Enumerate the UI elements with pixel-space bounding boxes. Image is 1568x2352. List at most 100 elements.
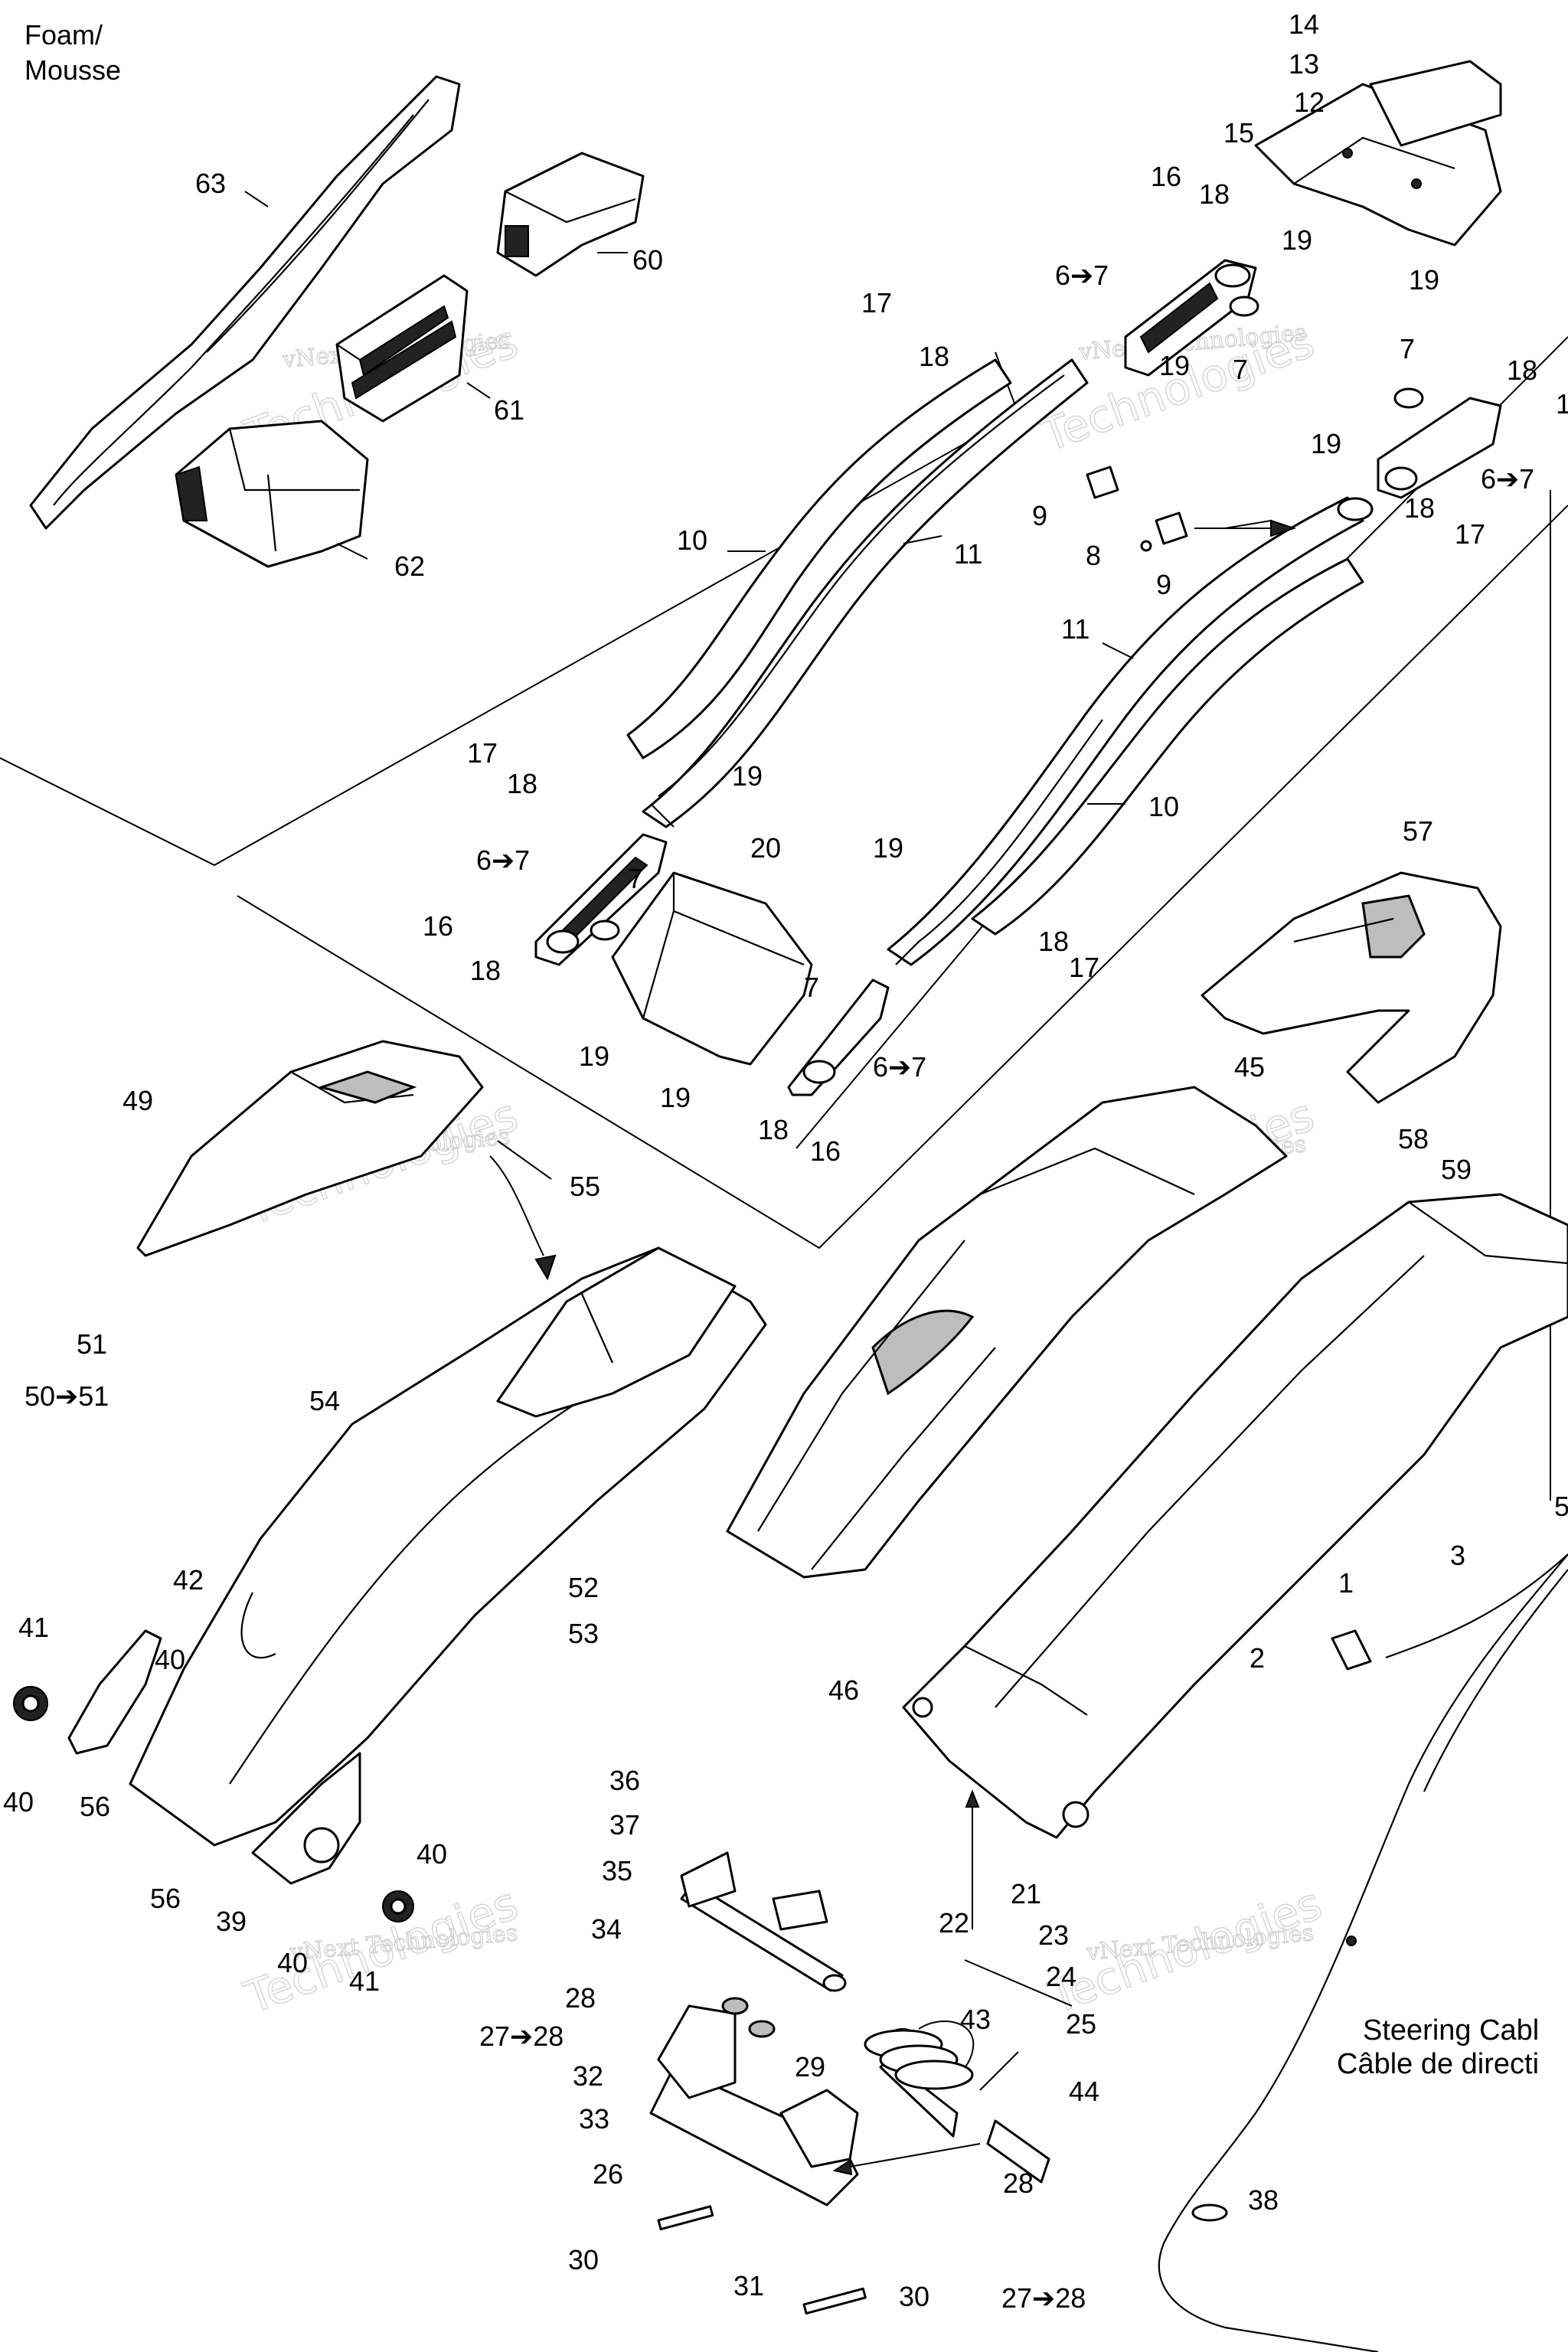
callout-17-b: 17	[1455, 518, 1485, 550]
callout-10-a: 10	[677, 524, 707, 556]
callout-6to7-c: 6➔7	[476, 844, 530, 876]
steering-cable	[1158, 1553, 1568, 2352]
side-cap-42	[67, 1629, 162, 1755]
callout-33: 33	[579, 2103, 609, 2135]
callout-52: 52	[568, 1572, 599, 1603]
callout-17-a: 17	[861, 287, 892, 318]
frame-tunnel-45	[726, 1086, 1288, 1579]
steering-cable-label-fr: Câble de directi	[1337, 2048, 1539, 2080]
leader-lines	[244, 191, 1297, 2176]
callout-18-f: 18	[470, 955, 501, 986]
callout-6to7-d: 6➔7	[873, 1051, 926, 1083]
callout-41-a: 41	[18, 1612, 49, 1643]
callout-18-b: 18	[919, 341, 949, 372]
callout-20: 20	[750, 832, 781, 864]
foam-block-62	[175, 420, 369, 568]
callout-31: 31	[733, 2270, 764, 2301]
callout-44: 44	[1069, 2076, 1099, 2107]
foam-block-60	[496, 152, 645, 277]
callout-24: 24	[1046, 1961, 1076, 1992]
callout-34: 34	[591, 1913, 622, 1945]
callout-56-b: 56	[150, 1883, 181, 1914]
callout-59: 59	[1441, 1154, 1472, 1185]
callout-19-a: 19	[1282, 224, 1312, 256]
handle-tube-10-11-upper	[626, 358, 1089, 828]
callout-7-a: 7	[1233, 354, 1248, 385]
handle-bracket-15	[1254, 60, 1502, 247]
callout-54: 54	[309, 1385, 340, 1416]
callout-23: 23	[1038, 1919, 1069, 1951]
callout-49: 49	[122, 1085, 153, 1116]
callout-edge-5: 5	[1554, 1491, 1568, 1522]
callout-6to7-a: 6➔7	[1055, 260, 1109, 291]
callout-6to7-b: 6➔7	[1481, 463, 1534, 495]
callout-29: 29	[795, 2051, 825, 2082]
foam-note-line2: Mousse	[24, 54, 121, 86]
callout-3: 3	[1450, 1540, 1465, 1571]
callout-18-c: 18	[1507, 354, 1537, 386]
callout-38: 38	[1248, 2184, 1279, 2216]
cable-3	[1331, 1553, 1568, 1671]
callout-18-d: 18	[1404, 492, 1435, 524]
callout-19-e: 19	[732, 760, 763, 792]
callout-37: 37	[609, 1809, 640, 1841]
callout-21: 21	[1011, 1878, 1041, 1909]
callout-16-a: 16	[1151, 161, 1181, 192]
callout-18-e: 18	[507, 768, 537, 799]
callout-51: 51	[77, 1328, 107, 1360]
callout-32: 32	[573, 2060, 603, 2092]
seat-foam-57	[1200, 871, 1502, 1104]
callout-35: 35	[602, 1855, 632, 1886]
clips-9	[1086, 466, 1188, 552]
callout-19-d: 19	[1311, 428, 1341, 459]
callout-13: 13	[1289, 48, 1319, 80]
callout-62: 62	[394, 550, 425, 582]
cover-20	[611, 871, 813, 1066]
callout-50to51: 50➔51	[24, 1380, 109, 1412]
callout-18-g: 18	[1038, 926, 1069, 957]
callout-27to28-b: 27➔28	[1001, 2282, 1086, 2314]
callout-19-g: 19	[660, 1082, 691, 1113]
callout-42: 42	[173, 1564, 204, 1596]
callout-labels: 63 60 61 62 14 13 12 15 16 18 19 19 6➔7 …	[3, 8, 1568, 2314]
callout-19-c: 19	[1159, 350, 1190, 381]
callout-10-b: 10	[1148, 791, 1179, 822]
knob-41	[13, 1686, 414, 1922]
handle-end-plates	[534, 259, 1502, 1096]
foam-strip-63	[29, 75, 461, 530]
callout-12: 12	[1294, 87, 1325, 118]
callout-16-b: 16	[423, 910, 453, 942]
callout-36: 36	[609, 1765, 640, 1796]
callout-edge-1: 1	[1556, 388, 1568, 420]
callout-40-d: 40	[277, 1947, 308, 1978]
callout-9-a: 9	[1032, 500, 1047, 531]
callout-11-b: 11	[1061, 613, 1089, 645]
callout-2: 2	[1250, 1642, 1265, 1674]
body-shell-54	[129, 1246, 767, 1847]
callout-63: 63	[195, 168, 226, 199]
callout-18-h: 18	[758, 1114, 789, 1145]
callout-30-b: 30	[899, 2281, 929, 2312]
steering-shaft-assembly	[649, 1851, 1050, 2315]
foam-note-line1: Foam/	[24, 19, 103, 51]
callout-56-a: 56	[80, 1791, 110, 1822]
foam-block-61	[335, 274, 469, 423]
callout-43: 43	[960, 2004, 991, 2035]
callout-22: 22	[939, 1907, 969, 1939]
side-cap-39	[251, 1752, 361, 1885]
callout-19-b: 19	[1409, 264, 1439, 296]
callout-16-c: 16	[810, 1135, 841, 1167]
steering-cable-label: Steering Cabl Câble de directi	[1337, 2014, 1539, 2080]
callout-53: 53	[568, 1618, 599, 1649]
callout-19-h: 19	[873, 832, 903, 864]
spring-43	[864, 2020, 975, 2090]
callout-17-d: 17	[1069, 952, 1099, 983]
callout-61: 61	[494, 394, 524, 426]
foam-note: Foam/ Mousse	[24, 19, 121, 86]
callout-27to28-a: 27➔28	[479, 2020, 564, 2052]
callout-55: 55	[570, 1171, 600, 1202]
callout-26: 26	[593, 2158, 623, 2190]
callout-40-c: 40	[416, 1838, 447, 1870]
callout-18-a: 18	[1199, 178, 1230, 210]
